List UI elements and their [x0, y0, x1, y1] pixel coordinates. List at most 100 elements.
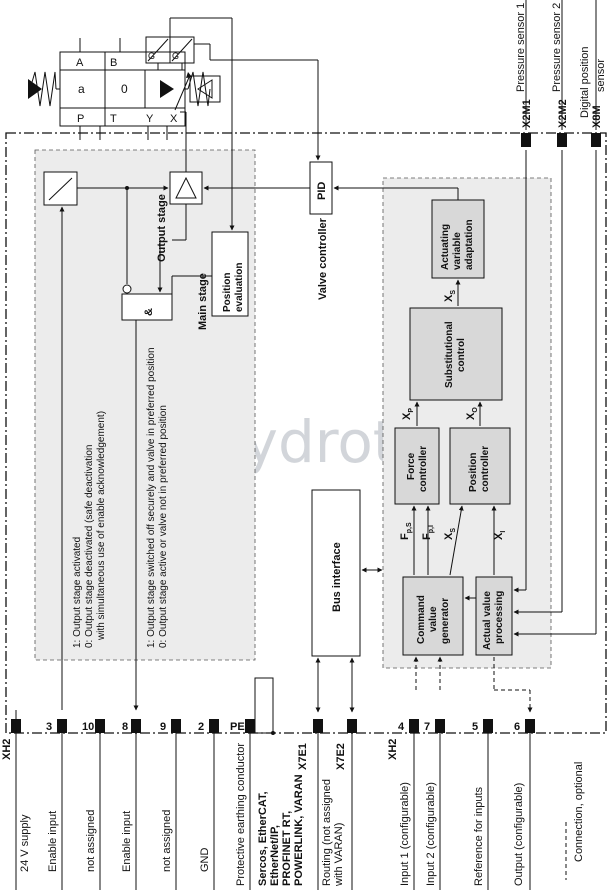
output-stage-region	[34, 149, 256, 661]
pin-6-label: Output (configurable)	[513, 783, 525, 886]
pin-4: 4	[398, 721, 405, 733]
signal-fpi: Fp,I	[421, 525, 435, 540]
digital-position-sensor-label-2: sensor	[595, 59, 607, 92]
pid-label: PID	[316, 182, 328, 200]
pressure-sensor-2-label: Pressure sensor 2	[551, 3, 563, 92]
command-value-label-2: value	[428, 606, 439, 632]
actual-value-label-1: Actual value	[482, 591, 493, 650]
bottom-connectors	[11, 677, 535, 890]
x7e1-protocols-1: Sercos, EtherCAT,	[257, 791, 269, 886]
signal-xp: XP	[401, 408, 415, 420]
and-gate-label: &	[143, 308, 155, 316]
bus-interface-block	[311, 489, 361, 657]
port-t-label: T	[110, 113, 117, 125]
valve-symbol	[28, 17, 232, 140]
output-stage-amplifier	[169, 171, 203, 205]
x7e1-group-label: X7E1	[297, 743, 309, 770]
pin-1: 1	[11, 721, 17, 733]
sensor-g2-label: G	[172, 51, 179, 61]
pin-5-label: Reference for inputs	[473, 786, 485, 886]
xh2-group-label-a: XH2	[1, 739, 13, 760]
actuating-label-1: Actuating	[440, 224, 451, 270]
sensor-g1-label: G	[148, 51, 155, 61]
command-value-label-3: generator	[440, 598, 451, 644]
force-controller-label-1: Force	[406, 452, 417, 480]
actuating-label-3: adaptation	[464, 219, 475, 270]
port-y-label: Y	[146, 113, 154, 125]
x2m2-label: X2M2	[557, 99, 569, 128]
signal-fps: Fp,S	[399, 522, 413, 540]
actual-value-label-2: processing	[494, 591, 505, 644]
bus-interface-label: Bus interface	[331, 542, 343, 612]
port-b-label: B	[110, 57, 117, 69]
control-blocks	[385, 150, 597, 713]
valve-controller-label: Valve controller	[317, 217, 329, 300]
position-evaluation-block	[211, 231, 249, 317]
x2m1-connector	[521, 133, 531, 147]
ack-note-1: 1: Output stage switched off securely an…	[146, 347, 157, 648]
actual-value-processing-block	[475, 576, 513, 656]
and-gate-block	[121, 293, 173, 321]
force-controller-block	[394, 427, 440, 505]
pin-8: 8	[122, 721, 128, 733]
signal-xs-top: XS	[443, 290, 457, 302]
x7e2-group-label: X7E2	[335, 743, 347, 770]
pin-7-label: Input 2 (configurable)	[425, 782, 437, 886]
pin-9: 9	[160, 721, 166, 733]
pin-8-label: Enable input	[121, 811, 133, 872]
pin-10: 10	[82, 721, 94, 733]
position-controller-block	[449, 427, 511, 505]
signal-xi: XI	[493, 531, 507, 540]
port-a-label: A	[76, 57, 84, 69]
force-controller-label-2: controller	[418, 446, 429, 492]
pressure-sensor-1-label: Pressure sensor 1	[515, 3, 527, 92]
rotated-labels: Output stage Main stage Position evaluat…	[1, 3, 607, 887]
substitutional-label-2: control	[456, 338, 467, 372]
substitutional-label-1: Substitutional	[444, 321, 455, 388]
position-a-label: a	[78, 82, 85, 96]
pin-2-label: GND	[199, 848, 211, 873]
pin-1-label: 24 V supply	[19, 814, 31, 872]
position-controller-label-1: Position	[468, 453, 479, 492]
actuating-label-2: variable	[452, 232, 463, 270]
pin-5: 5	[472, 721, 478, 733]
device-boundary	[5, 132, 607, 734]
enable-note-2: 0: Output stage deactivated (safe deacti…	[84, 445, 95, 648]
position-evaluation-label-1: Position	[222, 273, 233, 312]
pin-9-label: not assigned	[161, 810, 173, 872]
position-controller-label-2: controller	[480, 446, 491, 492]
pin-pe-label: Protective earthing conductor	[235, 743, 247, 886]
valve-labels: A B P T Y X a 0 b G G	[76, 51, 179, 125]
enable-note-1: 1: Output stage activated	[72, 537, 83, 648]
pin-10-label: not assigned	[85, 810, 97, 872]
output-stage-blocks	[43, 18, 321, 711]
x2m1-label: X2M1	[521, 99, 533, 128]
pin-pe: PE	[230, 721, 245, 733]
x2m2-connector	[557, 133, 567, 147]
actuating-variable-adaptation-block	[431, 199, 485, 279]
pin-3: 3	[46, 721, 52, 733]
main-stage-label: Main stage	[197, 273, 209, 330]
x7e2-routing-2: with VARAN)	[333, 823, 345, 887]
output-stage-label: Output stage	[156, 194, 168, 262]
x7e2-routing-1: Routing (not assigned	[321, 779, 333, 886]
signal-xo: XO	[465, 407, 479, 420]
port-p-label: P	[77, 113, 84, 125]
x7e1-protocols-3: PROFINET RT,	[281, 811, 293, 886]
pin-6: 6	[514, 721, 520, 733]
x8m-label: X8M	[591, 105, 603, 128]
pin-3-label: Enable input	[47, 811, 59, 872]
pin-2: 2	[198, 721, 204, 733]
pin-7: 7	[424, 721, 430, 733]
x8m-connector	[591, 133, 601, 147]
enable-note-3: with simultaneous use of enable acknowle…	[96, 411, 107, 641]
position-0-label: 0	[121, 82, 128, 96]
position-b-label: b	[161, 82, 168, 96]
substitutional-control-block	[409, 307, 503, 401]
x7e1-protocols-4: POWERLINK, VARAN	[293, 774, 305, 886]
command-value-generator-block	[402, 576, 464, 656]
port-x-label: X	[170, 113, 178, 125]
ack-note-2: 0: Output stage active or valve not in p…	[158, 405, 169, 648]
digital-position-sensor-label-1: Digital position	[579, 46, 591, 118]
